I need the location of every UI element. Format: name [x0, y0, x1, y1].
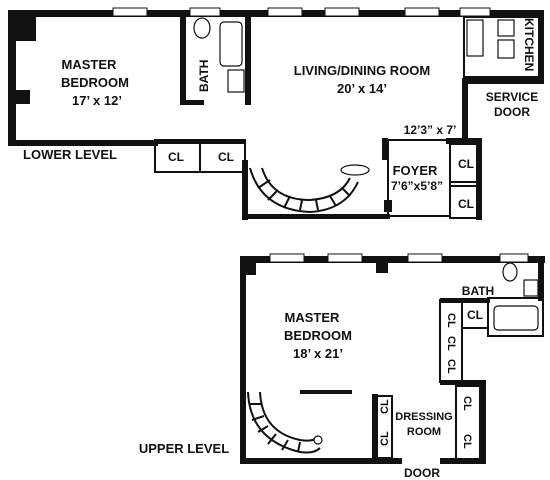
spiral-staircase	[247, 391, 323, 454]
service-door-line1: SERVICE	[486, 90, 538, 104]
stair-wall	[242, 160, 248, 220]
lower-level-plan: MASTER BEDROOM 17’ x 12’ BATH LIVING/DIN…	[8, 7, 544, 220]
upper-door-wall	[372, 458, 402, 464]
upper-door-wall	[440, 458, 486, 464]
upper-left-wall	[240, 256, 246, 464]
lower-bedroom-name-line1: MASTER	[62, 57, 118, 72]
closet-label: CL	[458, 197, 474, 211]
upper-level-label: UPPER LEVEL	[139, 441, 229, 456]
upper-bottom-wall	[240, 458, 390, 464]
bedroom-divider	[300, 390, 352, 394]
spiral-staircase	[249, 164, 370, 214]
closet-label: CL	[379, 399, 391, 414]
upper-bedroom-name-line2: BEDROOM	[284, 328, 352, 343]
foyer-size: 7’6”x5’8”	[391, 179, 443, 193]
window	[327, 253, 363, 263]
window	[404, 7, 440, 17]
service-door-line2: DOOR	[494, 105, 530, 119]
bathtub	[219, 21, 243, 67]
lower-bath-label: BATH	[197, 60, 211, 92]
window	[189, 7, 221, 17]
lower-corner-block	[16, 17, 36, 41]
closet-label: CL	[461, 434, 473, 449]
window	[499, 253, 529, 263]
upper-level-plan: MASTER BEDROOM 18’ x 21’ BATH DRESSING R…	[139, 253, 545, 480]
upper-bedroom-name-line1: MASTER	[285, 310, 341, 325]
closet-label: CL	[168, 150, 184, 164]
bathtub	[493, 305, 539, 331]
hall-size: 12’3” x 7’	[404, 123, 457, 137]
lower-corner-block	[16, 90, 30, 104]
closet-label: CL	[218, 150, 234, 164]
closet-wall	[155, 140, 245, 144]
upper-corner-block	[246, 263, 256, 275]
door-post	[384, 200, 392, 212]
toilet	[193, 17, 211, 39]
bedroom-bath-wall	[180, 17, 186, 105]
window	[459, 7, 491, 17]
dressing-right-wall	[480, 380, 486, 464]
foyer-outline	[387, 139, 451, 217]
foyer-name: FOYER	[393, 163, 438, 178]
window	[407, 253, 443, 263]
window	[269, 253, 305, 263]
closet-label: CL	[467, 308, 483, 322]
window	[267, 7, 303, 17]
stove	[497, 19, 515, 37]
dressing-room-line1: DRESSING	[395, 411, 452, 423]
closet-label: CL	[445, 313, 457, 328]
toilet	[502, 262, 518, 282]
dressing-top-wall	[440, 380, 486, 385]
lower-bedroom-size: 17’ x 12’	[72, 93, 122, 108]
living-dining-size: 20’ x 14’	[337, 81, 387, 96]
lower-left-wall	[8, 10, 16, 145]
bath-right-wall	[245, 17, 251, 105]
closet-label: CL	[445, 336, 457, 351]
upper-bath-label: BATH	[462, 284, 494, 298]
hall-right-wall	[462, 84, 468, 144]
upper-corner-block	[376, 263, 388, 273]
closet-label: CL	[445, 359, 457, 374]
kitchen-label: KITCHEN	[522, 18, 536, 71]
window	[324, 7, 360, 17]
upper-bath-wall	[538, 256, 544, 301]
closet-label: CL	[379, 431, 391, 446]
foyer-wall	[382, 138, 388, 160]
dressing-room-line2: ROOM	[407, 426, 441, 438]
upper-door-label: DOOR	[404, 466, 440, 480]
upper-bedroom-size: 18’ x 21’	[293, 346, 343, 361]
living-dining-name: LIVING/DINING ROOM	[294, 63, 431, 78]
sink	[523, 279, 539, 297]
lower-level-label: LOWER LEVEL	[23, 147, 117, 162]
foyer-wall	[476, 138, 482, 220]
kitchen-outline	[463, 16, 541, 78]
lower-bedroom-bottom-wall	[8, 140, 158, 146]
window	[112, 7, 148, 17]
closet-label: CL	[458, 157, 474, 171]
fridge	[466, 19, 484, 57]
upper-top-wall	[240, 256, 545, 263]
bath-bottom-wall	[186, 100, 204, 105]
stair-bottom-wall	[242, 214, 390, 219]
lower-bedroom-name-line2: BEDROOM	[61, 75, 129, 90]
closet-label: CL	[461, 396, 473, 411]
sink	[227, 69, 245, 93]
sink	[497, 39, 515, 59]
bath-divider	[440, 298, 490, 303]
service-wall	[462, 78, 544, 84]
foyer-wall	[446, 138, 482, 144]
